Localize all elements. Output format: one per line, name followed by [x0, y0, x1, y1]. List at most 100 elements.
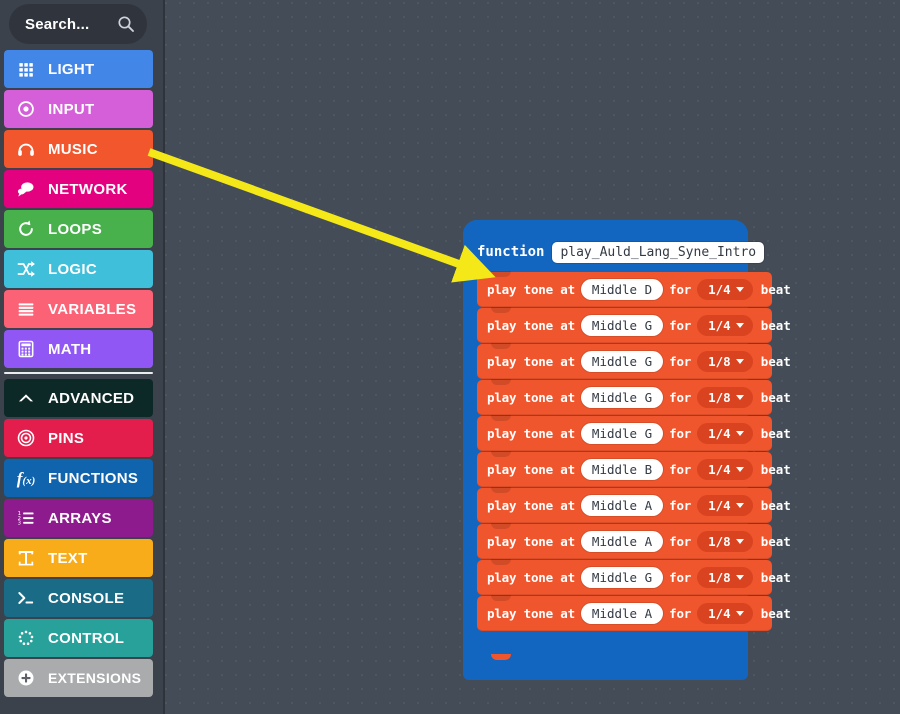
block-mid-label: for: [669, 282, 692, 297]
duration-dropdown[interactable]: 1/4: [697, 423, 753, 444]
chevron-down-icon[interactable]: [735, 539, 744, 544]
sidebar-item-label: PINS: [48, 429, 85, 447]
duration-dropdown[interactable]: 1/8: [697, 531, 753, 552]
plus-circle-icon: [14, 666, 38, 690]
search-icon[interactable]: [117, 15, 135, 33]
block-prefix-label: play tone at: [487, 606, 575, 621]
svg-text:2: 2: [18, 516, 21, 522]
note-field[interactable]: Middle G: [580, 423, 664, 444]
duration-dropdown[interactable]: 1/4: [697, 279, 753, 300]
sidebar-item-label: LIGHT: [48, 60, 95, 78]
note-field[interactable]: Middle A: [580, 495, 664, 516]
block-suffix-label: beat: [760, 462, 791, 477]
duration-value: 1/4: [708, 606, 731, 621]
canvas-left-edge: [163, 0, 165, 714]
sidebar-item-label: FUNCTIONS: [48, 469, 139, 487]
note-field[interactable]: Middle B: [580, 459, 664, 480]
block-notch: [491, 343, 511, 349]
duration-value: 1/4: [708, 462, 731, 477]
duration-dropdown[interactable]: 1/4: [697, 495, 753, 516]
note-field[interactable]: Middle A: [580, 531, 664, 552]
note-field[interactable]: Middle D: [580, 279, 664, 300]
duration-dropdown[interactable]: 1/4: [697, 315, 753, 336]
sidebar-item-label: INPUT: [48, 100, 95, 118]
circle-dot-icon: [14, 97, 38, 121]
block-notch: [491, 487, 511, 493]
function-block[interactable]: function play_Auld_Lang_Syne_Intro play …: [463, 220, 791, 680]
chevron-down-icon[interactable]: [735, 431, 744, 436]
block-mid-label: for: [669, 498, 692, 513]
note-field[interactable]: Middle G: [580, 387, 664, 408]
sidebar-item-label: CONTROL: [48, 629, 125, 647]
function-block-header[interactable]: function play_Auld_Lang_Syne_Intro: [463, 220, 765, 272]
duration-dropdown[interactable]: 1/8: [697, 567, 753, 588]
sidebar-item-loops[interactable]: LOOPS: [4, 210, 153, 248]
block-notch: [491, 271, 511, 277]
duration-dropdown[interactable]: 1/8: [697, 387, 753, 408]
note-field[interactable]: Middle G: [580, 567, 664, 588]
block-suffix-label: beat: [760, 354, 791, 369]
duration-dropdown[interactable]: 1/4: [697, 459, 753, 480]
sidebar-item-label: ADVANCED: [48, 389, 135, 407]
block-suffix-label: beat: [760, 282, 791, 297]
toolbox-divider: [4, 372, 153, 374]
sidebar-item-control[interactable]: CONTROL: [4, 619, 153, 657]
block-notch: [491, 451, 511, 457]
chevron-down-icon[interactable]: [735, 467, 744, 472]
footer-notch: [491, 654, 511, 660]
note-field[interactable]: Middle G: [580, 315, 664, 336]
chevron-down-icon[interactable]: [735, 503, 744, 508]
block-suffix-label: beat: [760, 318, 791, 333]
sidebar-item-extensions[interactable]: EXTENSIONS: [4, 659, 153, 697]
sidebar-item-music[interactable]: MUSIC: [4, 130, 153, 168]
play-tone-block[interactable]: play tone at Middle D for 1/4 beat: [477, 271, 791, 307]
search-input[interactable]: Search...: [9, 4, 147, 44]
chevron-down-icon[interactable]: [735, 323, 744, 328]
chevron-down-icon[interactable]: [735, 287, 744, 292]
function-name-field[interactable]: play_Auld_Lang_Syne_Intro: [552, 241, 765, 263]
sidebar-item-input[interactable]: INPUT: [4, 90, 153, 128]
sidebar-item-label: EXTENSIONS: [48, 670, 142, 686]
sidebar-item-light[interactable]: LIGHT: [4, 50, 153, 88]
block-notch: [491, 307, 511, 313]
sidebar-item-text[interactable]: TEXT: [4, 539, 153, 577]
block-prefix-label: play tone at: [487, 282, 575, 297]
headphones-icon: [14, 137, 38, 161]
sidebar-item-console[interactable]: CONSOLE: [4, 579, 153, 617]
note-field[interactable]: Middle A: [580, 603, 664, 624]
sidebar-item-advanced[interactable]: ADVANCED: [4, 379, 153, 417]
sidebar-item-network[interactable]: NETWORK: [4, 170, 153, 208]
sidebar-item-label: TEXT: [48, 549, 88, 567]
sidebar-item-pins[interactable]: PINS: [4, 419, 153, 457]
chevron-down-icon[interactable]: [735, 395, 744, 400]
speech-bubble-icon: [14, 177, 38, 201]
chevron-down-icon[interactable]: [735, 575, 744, 580]
duration-dropdown[interactable]: 1/8: [697, 351, 753, 372]
sidebar-item-variables[interactable]: VARIABLES: [4, 290, 153, 328]
block-notch: [491, 379, 511, 385]
duration-dropdown[interactable]: 1/4: [697, 603, 753, 624]
chevron-down-icon[interactable]: [735, 611, 744, 616]
chevron-down-icon[interactable]: [735, 359, 744, 364]
sidebar-item-math[interactable]: MATH: [4, 330, 153, 368]
sidebar-item-functions[interactable]: f(x)FUNCTIONS: [4, 459, 153, 497]
note-field[interactable]: Middle G: [580, 351, 664, 372]
block-suffix-label: beat: [760, 606, 791, 621]
sidebar-item-logic[interactable]: LOGIC: [4, 250, 153, 288]
block-suffix-label: beat: [760, 534, 791, 549]
